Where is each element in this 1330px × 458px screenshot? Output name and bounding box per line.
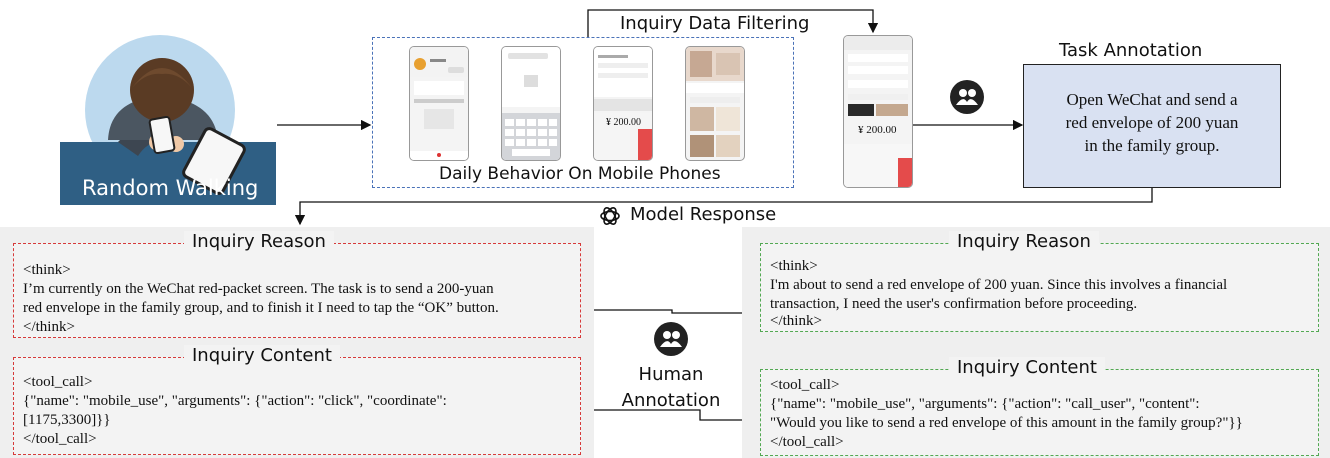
arrow-reason-to-reason xyxy=(581,307,757,319)
right-content-line-3: "Would you like to send a red envelope o… xyxy=(770,415,1243,431)
phone-3-content xyxy=(594,47,652,160)
right-reason-line-3: transaction, I need the user's confirmat… xyxy=(770,296,1138,312)
left-reason-line-1: <think> xyxy=(23,262,71,278)
filtered-phone-screenshot: ¥ 200.00 xyxy=(843,35,913,188)
right-content-line-1: <tool_call> xyxy=(770,377,840,393)
left-inquiry-content-box: Inquiry Content <tool_call> {"name": "mo… xyxy=(13,345,581,455)
task-line-1: Open WeChat and send a xyxy=(1066,90,1238,109)
right-reason-line-4: </think> xyxy=(770,313,822,329)
phone-screenshot-1 xyxy=(409,46,469,161)
daily-behavior-box: ¥ 200.00 Daily Behavior On Mobile Phones xyxy=(372,37,794,188)
left-content-line-3: [1175,3300]}} xyxy=(23,412,111,428)
arrow-data-filtering xyxy=(587,9,879,37)
random-walking-illustration: Random Walking xyxy=(60,30,280,205)
right-inquiry-content-box: Inquiry Content <tool_call> {"name": "mo… xyxy=(760,357,1319,456)
phone-3-amount: ¥ 200.00 xyxy=(606,117,641,128)
phone-4-content xyxy=(686,47,744,157)
task-line-2: red envelope of 200 yuan xyxy=(1065,113,1239,132)
task-annotation-box: Open WeChat and send a red envelope of 2… xyxy=(1023,64,1281,188)
arrow-model-response xyxy=(294,188,1153,226)
filtered-phone-amount: ¥ 200.00 xyxy=(858,124,897,136)
left-content-line-1: <tool_call> xyxy=(23,374,93,390)
user-group-icon xyxy=(950,80,984,114)
right-content-line-2: {"name": "mobile_use", "arguments": {"ac… xyxy=(770,396,1200,412)
openai-logo-icon xyxy=(598,204,622,228)
left-content-line-2: {"name": "mobile_use", "arguments": {"ac… xyxy=(23,393,447,409)
left-reason-line-3: red envelope in the family group, and to… xyxy=(23,300,499,316)
left-content-line-4: </tool_call> xyxy=(23,431,97,447)
filtered-phone-content xyxy=(844,36,912,187)
annotation-label: Annotation xyxy=(621,390,721,411)
inquiry-data-filtering-label: Inquiry Data Filtering xyxy=(620,13,810,34)
left-reason-line-2: I’m currently on the WeChat red-packet s… xyxy=(23,281,494,297)
right-content-title: Inquiry Content xyxy=(949,357,1105,378)
human-annotation-icon xyxy=(654,322,688,356)
phone-2-content xyxy=(502,47,560,160)
model-response-label: Model Response xyxy=(630,204,777,225)
phone-screenshot-4 xyxy=(685,46,745,161)
left-content-title: Inquiry Content xyxy=(184,345,340,366)
phone-screenshot-2 xyxy=(501,46,561,161)
phone-screenshot-3: ¥ 200.00 xyxy=(593,46,653,161)
left-reason-title: Inquiry Reason xyxy=(184,231,334,252)
human-label: Human xyxy=(638,364,704,385)
person-with-phone-icon xyxy=(60,35,276,205)
right-inquiry-reason-box: Inquiry Reason <think> I'm about to send… xyxy=(760,231,1319,332)
phone-1-content xyxy=(410,47,468,160)
right-reason-line-1: <think> xyxy=(770,258,818,274)
left-inquiry-reason-box: Inquiry Reason <think> I’m currently on … xyxy=(13,231,581,338)
left-reason-line-4: </think> xyxy=(23,319,75,335)
right-reason-line-2: I'm about to send a red envelope of 200 … xyxy=(770,277,1228,293)
arrow-content-to-content xyxy=(581,409,757,426)
task-annotation-title: Task Annotation xyxy=(1059,40,1203,61)
right-reason-title: Inquiry Reason xyxy=(949,231,1099,252)
task-line-3: in the family group. xyxy=(1084,136,1220,155)
right-content-line-4: </tool_call> xyxy=(770,434,844,450)
random-walking-label: Random Walking xyxy=(82,176,259,200)
daily-behavior-caption: Daily Behavior On Mobile Phones xyxy=(439,164,721,184)
